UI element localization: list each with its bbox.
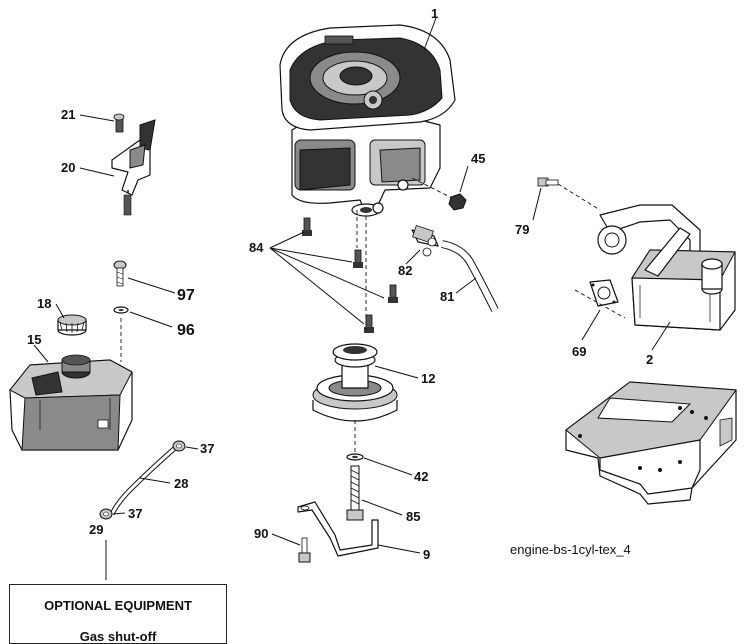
- callout-20: 20: [61, 160, 75, 175]
- engine-mount-frame: [565, 381, 737, 505]
- callout-96: 96: [177, 322, 195, 339]
- nut-45-line: [411, 177, 453, 199]
- callout-90: 90: [254, 526, 268, 541]
- callout-12: 12: [421, 371, 435, 386]
- callout-84: 84: [249, 240, 264, 255]
- engine-part-1: [279, 24, 456, 217]
- callout-85: 85: [406, 509, 420, 524]
- callout-81: 81: [440, 289, 454, 304]
- callout-79: 79: [515, 222, 529, 237]
- gasket-part-69: [589, 279, 619, 307]
- callout-82: 82: [398, 263, 412, 278]
- optional-equipment-box: OPTIONAL EQUIPMENT Gas shut-off: [9, 584, 227, 644]
- bolt-part-84: [302, 217, 398, 333]
- callout-15: 15: [27, 332, 41, 347]
- callout-9: 9: [423, 547, 430, 562]
- diagram-caption: engine-bs-1cyl-tex_4: [510, 542, 631, 557]
- callout-69: 69: [572, 344, 586, 359]
- gasket-line: [574, 289, 626, 319]
- washer-part-42: [346, 453, 364, 461]
- callout-37-upper: 37: [200, 441, 214, 456]
- callout-2: 2: [646, 352, 653, 367]
- fuel-line-part-28: [109, 446, 177, 516]
- callout-1: 1: [431, 6, 438, 21]
- clamp-part-37-upper: [172, 440, 186, 452]
- callout-29: 29: [89, 522, 103, 537]
- clamp-part-37-lower: [99, 508, 113, 520]
- bolt-part-90: [298, 537, 311, 563]
- leader-lines: [33, 17, 671, 554]
- fuel-tank-part-15: [9, 354, 133, 451]
- nut-part-45: [448, 193, 467, 211]
- optional-equipment-title: OPTIONAL EQUIPMENT: [44, 598, 192, 613]
- fuel-line-part-81: [441, 240, 499, 312]
- throttle-bracket-part-20: [111, 119, 156, 216]
- callout-21: 21: [61, 107, 75, 122]
- callout-42: 42: [414, 469, 428, 484]
- optional-equipment-subtitle: Gas shut-off: [79, 629, 157, 644]
- bolt-part-85: [346, 465, 364, 521]
- bolt-part-79: [537, 177, 559, 187]
- screw-part-21: [113, 113, 125, 133]
- fuel-cap-part-18: [57, 314, 87, 336]
- pulley-part-12: [312, 343, 398, 422]
- callout-97: 97: [177, 287, 195, 304]
- callout-45: 45: [471, 151, 485, 166]
- muffler-part-2: [631, 227, 736, 331]
- washer-part-96: [113, 306, 129, 314]
- callout-18: 18: [37, 296, 51, 311]
- fuel-filter-part-82: [411, 225, 439, 257]
- bracket-part-9: [297, 501, 379, 557]
- callout-28: 28: [174, 476, 188, 491]
- bolt-79-line: [557, 183, 601, 211]
- exhaust-pipe-part: [597, 204, 701, 281]
- callout-37-lower: 37: [128, 506, 142, 521]
- screw-part-97: [113, 260, 127, 287]
